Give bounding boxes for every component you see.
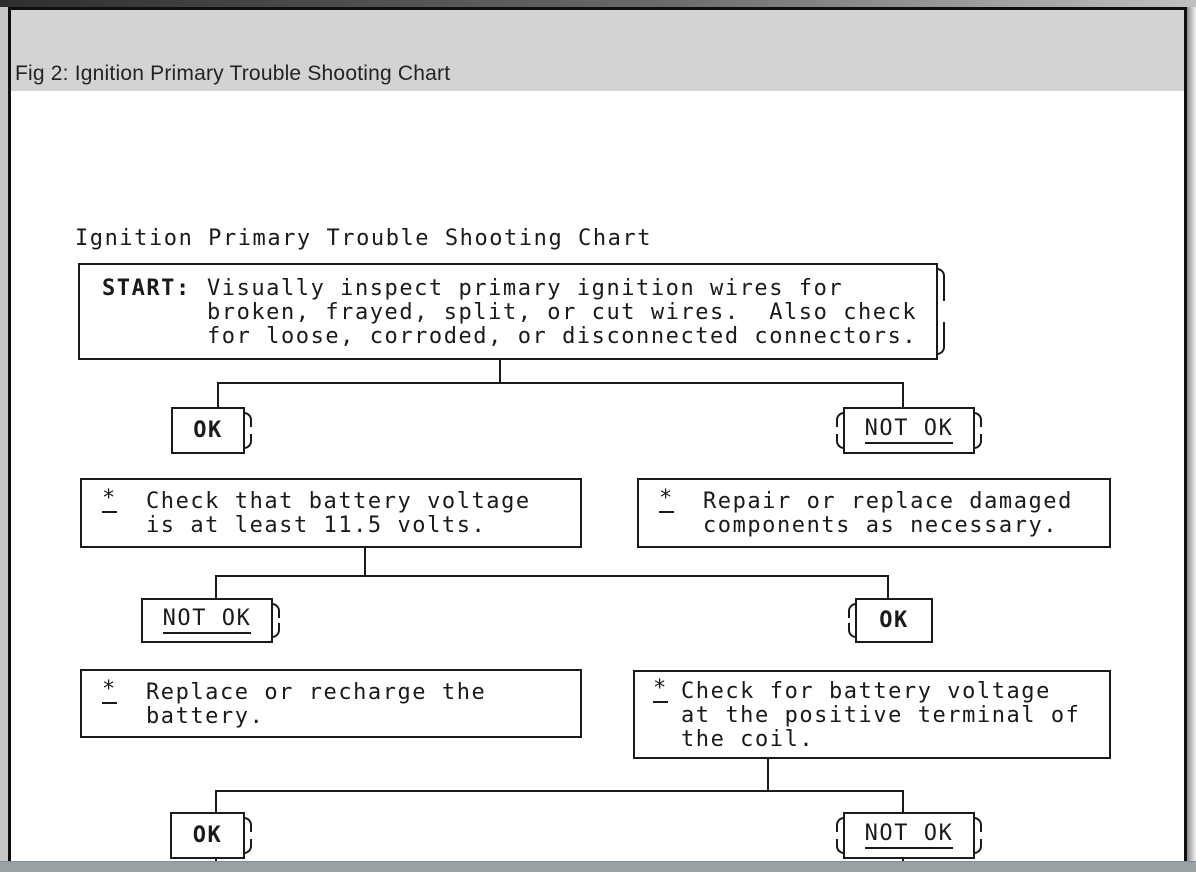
bracket-decoration [973, 817, 982, 854]
connector-line [215, 790, 904, 792]
bracket-decoration [243, 412, 252, 449]
figure-titlebar: Fig 2: Ignition Primary Trouble Shooting… [11, 10, 1184, 91]
step-repair-replace: * Repair or replace damaged components a… [637, 478, 1111, 548]
label-node-notok-3: NOT OK [836, 812, 982, 859]
connector-line [887, 575, 889, 598]
step-check-battery: * Check that battery voltage is at least… [80, 478, 582, 548]
step-bullet: * [102, 677, 117, 704]
bracket-decoration [936, 268, 945, 355]
connector-line [902, 790, 904, 812]
step-bullet: * [659, 486, 674, 513]
step-bullet: * [653, 676, 668, 703]
connector-line [217, 382, 219, 407]
bracket-decoration [243, 817, 252, 854]
not-ok-label: NOT OK [864, 822, 954, 849]
label-node-ok-1: OK [171, 407, 252, 454]
bracket-decoration [271, 603, 280, 638]
step-replace-recharge: * Replace or recharge the battery. [80, 669, 582, 738]
step-check-coil: * Check for battery voltage at the posit… [633, 670, 1111, 759]
not-ok-label: NOT OK [162, 607, 252, 634]
window-top-edge [0, 0, 1196, 7]
connector-line [767, 759, 769, 790]
step-text: Check for battery voltage at the positiv… [681, 679, 1081, 752]
bracket-decoration [836, 412, 845, 449]
step-text: Repair or replace damaged components as … [703, 489, 1073, 538]
start-node-text: Visually inspect primary ignition wires … [207, 276, 918, 349]
bracket-decoration [836, 817, 845, 854]
start-node: START: Visually inspect primary ignition… [78, 263, 945, 360]
connector-line [902, 382, 904, 407]
ok-label: OK [192, 822, 223, 848]
horizontal-scrollbar[interactable] [0, 861, 1196, 872]
window-right-edge [1187, 0, 1196, 872]
step-text: Replace or recharge the battery. [146, 680, 487, 729]
label-node-ok-2: OK [848, 598, 933, 643]
ok-label: OK [879, 607, 909, 633]
connector-line [215, 575, 889, 577]
connector-line [215, 790, 217, 812]
figure-title: Fig 2: Ignition Primary Trouble Shooting… [15, 62, 451, 85]
connector-line [364, 548, 366, 575]
label-node-ok-3: OK [170, 812, 252, 859]
label-node-notok-1: NOT OK [836, 407, 982, 454]
ok-label: OK [193, 417, 223, 443]
label-node-notok-2: NOT OK [141, 598, 280, 643]
connector-line [499, 360, 501, 383]
bracket-decoration [848, 603, 857, 638]
chart-heading: Ignition Primary Trouble Shooting Chart [75, 226, 653, 251]
connector-line [217, 382, 904, 384]
step-bullet: * [102, 486, 117, 513]
connector-line [215, 575, 217, 598]
step-text: Check that battery voltage is at least 1… [146, 489, 531, 538]
start-node-label: START: [102, 276, 191, 301]
not-ok-label: NOT OK [864, 417, 954, 444]
bracket-decoration [973, 412, 982, 449]
